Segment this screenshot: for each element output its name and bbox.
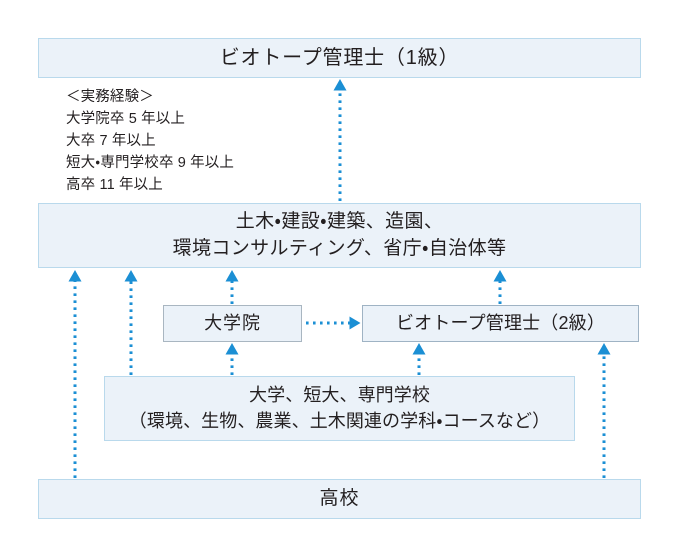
high-school-box[interactable]: 高校 xyxy=(38,479,641,519)
high-school-label: 高校 xyxy=(319,487,360,509)
work-field-label: 土木・建設・建築、造園、 環境コンサルティング、省庁・自治体等 xyxy=(172,210,507,259)
biotope-manager-grade1-label: ビオトープ管理士（1級） xyxy=(219,46,460,69)
college-label: 大学、短大、専門学校 （環境、生物、農業、土木関連の学科・コースなど） xyxy=(128,384,551,431)
work-field-box[interactable]: 土木・建設・建築、造園、 環境コンサルティング、省庁・自治体等 xyxy=(38,203,641,268)
graduate-school-label: 大学院 xyxy=(204,312,261,333)
biotope-manager-grade2-box[interactable]: ビオトープ管理士（2級） xyxy=(362,305,639,342)
biotope-manager-grade2-label: ビオトープ管理士（2級） xyxy=(395,312,606,333)
graduate-school-box[interactable]: 大学院 xyxy=(163,305,302,342)
practical-experience-note: ＜実務経験＞ 大学院卒 5 年以上 大卒 7 年以上 短大・専門学校卒 9 年以… xyxy=(66,89,235,194)
biotope-manager-grade1-box[interactable]: ビオトープ管理士（1級） xyxy=(38,38,641,78)
college-box[interactable]: 大学、短大、専門学校 （環境、生物、農業、土木関連の学科・コースなど） xyxy=(104,376,575,441)
